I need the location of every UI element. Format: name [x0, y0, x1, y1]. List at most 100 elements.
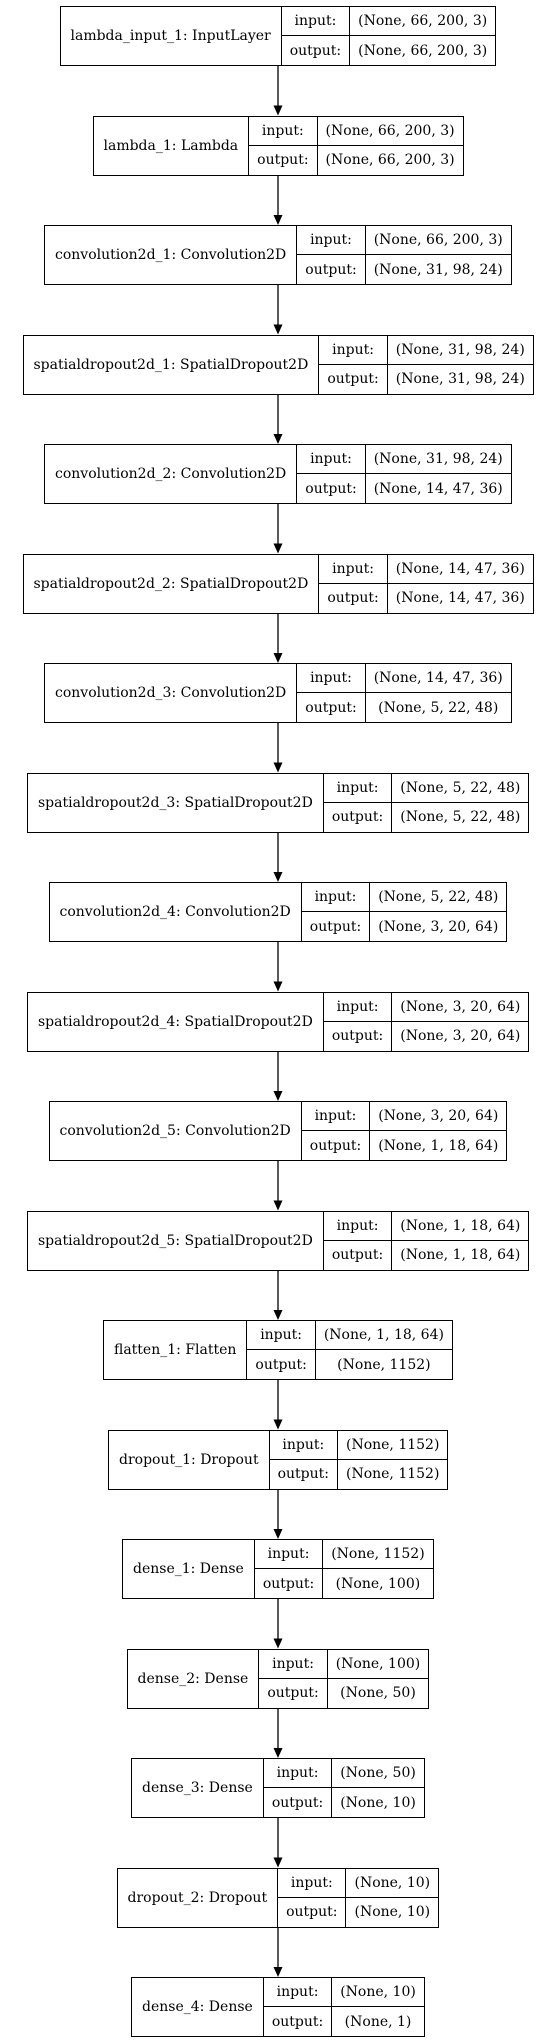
output-shape: (None, 14, 47, 36) [395, 590, 525, 606]
input-shape: (None, 5, 22, 48) [370, 883, 507, 912]
output-label: output: [319, 583, 388, 613]
output-label: output: [302, 1131, 371, 1160]
output-label: output: [264, 1788, 333, 1817]
io-table: input: (None, 1, 18, 64) output: (None, … [247, 1321, 452, 1379]
layer-node-7: convolution2d_3: Convolution2D input: (N… [44, 663, 512, 723]
output-label: output: [324, 1021, 393, 1051]
layer-name: spatialdropout2d_4: SpatialDropout2D [28, 992, 324, 1051]
output-shape: (None, 31, 98, 24) [373, 261, 503, 278]
layer-node-2: lambda_1: Lambda input: (None, 66, 200, … [92, 115, 464, 176]
input-shape: (None, 10) [346, 1869, 439, 1898]
edge-arrowhead-17 [273, 1857, 283, 1868]
edge-arrowhead-1 [273, 105, 283, 116]
io-table: input: (None, 66, 200, 3) output: (None,… [249, 116, 463, 175]
layer-node-10: spatialdropout2d_4: SpatialDropout2D inp… [27, 991, 530, 1052]
input-label: input: [263, 1759, 333, 1788]
io-table: input: (None, 5, 22, 48) output: (None, … [301, 883, 507, 941]
output-label: output: [278, 1897, 347, 1927]
layer-name: dense_1: Dense [123, 1540, 255, 1598]
layer-name: dense_4: Dense [132, 1978, 264, 2036]
io-table: input: (None, 50) output: (None, 10) [263, 1759, 424, 1817]
output-label: output: [249, 145, 318, 175]
output-label: output: [319, 364, 388, 394]
layer-name: lambda_1: Lambda [94, 116, 250, 175]
io-table: input: (None, 66, 200, 3) output: (None,… [297, 226, 511, 284]
layer-name: convolution2d_3: Convolution2D [45, 664, 298, 722]
input-label: input: [323, 773, 393, 803]
input-label: input: [301, 883, 371, 912]
output-shape: (None, 10) [354, 1904, 431, 1920]
input-shape: (None, 50) [332, 1759, 424, 1788]
edge-arrowhead-2 [273, 215, 283, 225]
input-label: input: [319, 554, 388, 584]
io-table: input: (None, 3, 20, 64) output: (None, … [301, 1102, 507, 1160]
edge-arrowhead-9 [273, 981, 283, 992]
layer-node-4: spatialdropout2d_1: SpatialDropout2D inp… [22, 334, 534, 395]
layer-node-19: dense_4: Dense input: (None, 10) output:… [131, 1977, 425, 2037]
input-label: input: [297, 445, 366, 474]
output-shape: (None, 3, 20, 64) [378, 918, 499, 935]
edge-arrowhead-6 [273, 653, 283, 663]
output-shape: (None, 66, 200, 3) [358, 42, 488, 59]
output-label: output: [264, 2007, 333, 2036]
layer-node-11: convolution2d_5: Convolution2D input: (N… [48, 1101, 508, 1161]
layer-node-15: dense_1: Dense input: (None, 1152) outpu… [122, 1539, 434, 1599]
edge-arrowhead-13 [273, 1419, 283, 1430]
input-label: input: [297, 226, 366, 255]
output-label: output: [324, 1240, 393, 1270]
input-shape: (None, 1, 18, 64) [392, 1212, 529, 1241]
layer-name: spatialdropout2d_3: SpatialDropout2D [28, 773, 324, 832]
layer-node-13: flatten_1: Flatten input: (None, 1, 18, … [103, 1320, 453, 1380]
output-shape: (None, 50) [340, 1685, 416, 1701]
input-label: input: [269, 1430, 338, 1460]
layer-node-5: convolution2d_2: Convolution2D input: (N… [44, 444, 512, 504]
input-shape: (None, 3, 20, 64) [392, 993, 529, 1022]
edge-arrowhead-15 [273, 1638, 283, 1649]
output-shape: (None, 1152) [337, 1356, 431, 1373]
layer-name: convolution2d_1: Convolution2D [45, 226, 298, 284]
io-table: input: (None, 1, 18, 64) output: (None, … [323, 1211, 529, 1270]
input-shape: (None, 5, 22, 48) [392, 774, 529, 803]
output-label: output: [297, 474, 366, 503]
output-shape: (None, 1, 18, 64) [378, 1137, 499, 1154]
layer-name: convolution2d_5: Convolution2D [50, 1102, 302, 1160]
input-label: input: [319, 335, 388, 365]
layer-node-6: spatialdropout2d_2: SpatialDropout2D inp… [22, 553, 534, 614]
layer-node-8: spatialdropout2d_3: SpatialDropout2D inp… [27, 772, 530, 833]
input-shape: (None, 31, 98, 24) [387, 336, 533, 365]
layer-name: convolution2d_2: Convolution2D [45, 445, 298, 503]
input-label: input: [301, 1102, 371, 1131]
input-label: input: [323, 992, 393, 1022]
input-label: input: [249, 116, 318, 146]
layer-node-16: dense_2: Dense input: (None, 100) output… [126, 1648, 430, 1709]
layer-node-3: convolution2d_1: Convolution2D input: (N… [44, 225, 512, 285]
output-shape: (None, 3, 20, 64) [400, 1028, 521, 1044]
io-table: input: (None, 66, 200, 3) output: (None,… [281, 7, 496, 65]
output-shape: (None, 1152) [345, 1466, 440, 1482]
io-table: input: (None, 14, 47, 36) output: (None,… [297, 664, 511, 722]
input-label: input: [281, 7, 351, 36]
edge-arrowhead-18 [273, 1967, 283, 1977]
io-table: input: (None, 3, 20, 64) output: (None, … [323, 992, 529, 1051]
io-table: input: (None, 10) output: (None, 1) [263, 1978, 424, 2036]
layer-name: convolution2d_4: Convolution2D [50, 883, 302, 941]
output-label: output: [270, 1459, 338, 1489]
edge-arrowhead-10 [273, 1091, 283, 1101]
output-label: output: [302, 912, 371, 941]
layer-node-1: lambda_input_1: InputLayer input: (None,… [59, 6, 497, 66]
output-shape: (None, 66, 200, 3) [325, 152, 455, 168]
output-shape: (None, 5, 22, 48) [400, 809, 521, 825]
io-table: input: (None, 14, 47, 36) output: (None,… [319, 554, 533, 613]
input-label: input: [259, 1649, 328, 1679]
layer-name: flatten_1: Flatten [104, 1321, 248, 1379]
output-label: output: [247, 1350, 316, 1379]
input-shape: (None, 66, 200, 3) [350, 7, 496, 36]
edge-arrowhead-8 [273, 872, 283, 882]
output-label: output: [282, 36, 351, 65]
output-shape: (None, 10) [340, 1794, 416, 1811]
output-label: output: [324, 802, 393, 832]
edge-arrowhead-4 [273, 434, 283, 444]
input-shape: (None, 1, 18, 64) [315, 1321, 452, 1350]
